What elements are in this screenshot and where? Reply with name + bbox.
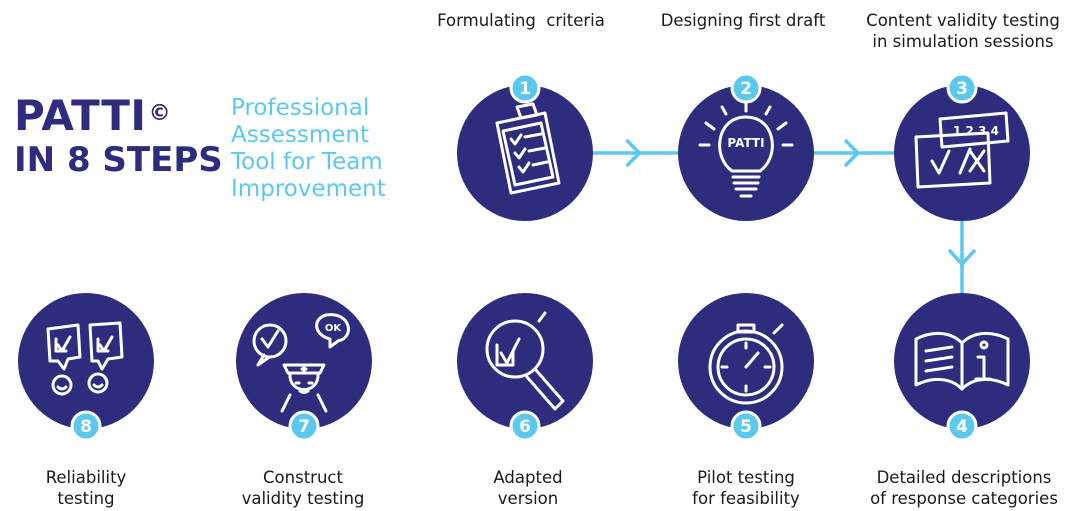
step-number-badge — [730, 72, 762, 104]
step-circle — [18, 293, 154, 429]
lightbulb-icon: PATTI — [698, 101, 794, 198]
step-1: 1 — [457, 72, 593, 221]
connector-arrow — [814, 138, 894, 168]
step-label-line: Formulating criteria — [437, 11, 605, 30]
step-label-4: Detailed descriptions of response categor… — [870, 467, 1058, 509]
step-label-2: Designing first draft — [661, 10, 826, 31]
step-number-badge — [946, 72, 978, 104]
step-circle — [457, 293, 593, 429]
step-circle — [678, 85, 814, 221]
title-line2: IN 8 STEPS — [14, 140, 223, 180]
subtitle-line: Professional — [231, 95, 370, 121]
step-2: PATTI 2 — [678, 72, 814, 221]
title-main: PATTI© — [14, 91, 172, 140]
icon-text: OK — [325, 323, 343, 334]
step-label-line: Detailed descriptions — [876, 468, 1052, 487]
step-label-line: in simulation sessions — [872, 32, 1054, 51]
copyright-symbol: © — [148, 101, 172, 126]
step-number-badge — [509, 72, 541, 104]
stopwatch-icon — [708, 323, 784, 405]
step-number-badge — [70, 410, 102, 442]
step-label-line: version — [497, 489, 559, 508]
step-label-6: Adapted version — [493, 467, 562, 509]
step-3: 1 2 3 4 3 — [894, 72, 1030, 221]
connector-arrow — [947, 221, 977, 293]
title-block: PATTI© IN 8 STEPS — [14, 91, 223, 181]
step-number: 3 — [956, 79, 968, 99]
step-7: OK 7 — [236, 293, 372, 442]
step-label-1: Formulating criteria — [437, 10, 605, 31]
step-label-line: Construct — [263, 468, 343, 487]
step-number: 5 — [740, 417, 752, 437]
subtitle: Professional Assessment Tool for Team Im… — [231, 95, 386, 203]
step-label-line: of response categories — [870, 489, 1058, 508]
step-label-line: testing — [57, 489, 115, 508]
icon-text: PATTI — [727, 136, 764, 150]
step-number-badge — [509, 410, 541, 442]
step-number-badge — [288, 410, 320, 442]
step-label-5: Pilot testing for feasibility — [692, 467, 800, 509]
step-circle — [894, 85, 1030, 221]
step-number: 8 — [80, 417, 92, 437]
step-number-badge — [946, 410, 978, 442]
step-number-badge — [730, 410, 762, 442]
icon-text: 1 2 3 4 — [953, 124, 999, 138]
step-6: 6 — [457, 293, 593, 442]
magnifier-check-icon — [485, 311, 565, 411]
score-cards-icon: 1 2 3 4 — [914, 111, 1010, 189]
step-label-line: for feasibility — [692, 489, 800, 508]
info-book-icon — [914, 332, 1010, 391]
step-number: 2 — [740, 79, 752, 99]
clipboard-checklist-icon — [495, 102, 561, 195]
step-8: 8 — [18, 293, 154, 442]
step-label-line: Content validity testing — [866, 11, 1060, 30]
step-label-line: validity testing — [241, 489, 365, 508]
step-label-line: Adapted — [493, 468, 563, 487]
step-5: 5 — [678, 293, 814, 442]
subtitle-line: Tool for Team — [231, 149, 383, 175]
step-number: 4 — [956, 417, 968, 437]
step-circle — [236, 293, 372, 429]
nurse-feedback-icon: OK — [252, 313, 350, 413]
step-label-line: Designing first draft — [660, 11, 826, 30]
step-label-3: Content validity testing in simulation se… — [866, 10, 1060, 52]
step-label-7: Construct validity testing — [242, 467, 365, 509]
speech-bubbles-icon — [46, 321, 124, 396]
step-4: 4 — [894, 293, 1030, 442]
subtitle-line: Improvement — [231, 176, 386, 202]
step-number: 7 — [298, 417, 310, 437]
step-circle — [457, 85, 593, 221]
step-number: 6 — [519, 417, 531, 437]
connector-arrow — [593, 138, 678, 168]
subtitle-line: Assessment — [231, 122, 369, 148]
step-label-8: Reliability testing — [46, 467, 127, 509]
step-label-line: Pilot testing — [697, 468, 795, 487]
step-number: 1 — [519, 79, 531, 99]
step-label-line: Reliability — [45, 468, 127, 487]
step-circle — [678, 293, 814, 429]
